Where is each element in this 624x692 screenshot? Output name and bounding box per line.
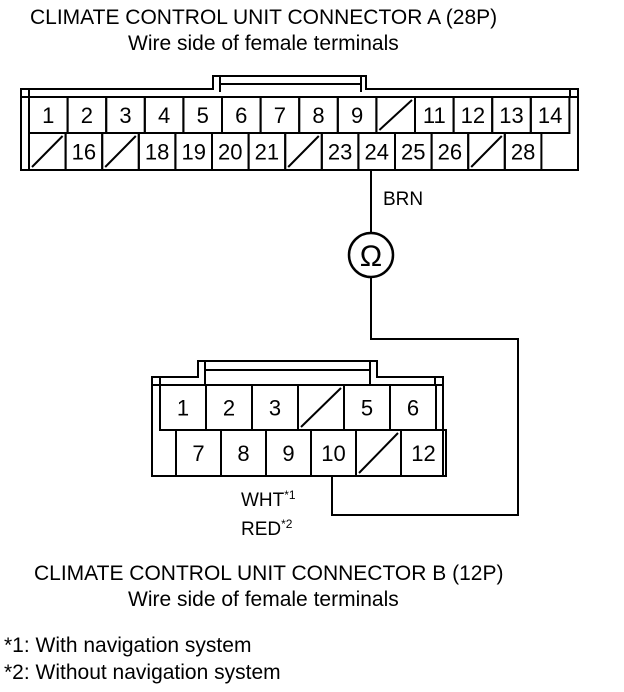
connector-b-row2-pin-10: 10 <box>321 441 345 466</box>
connector-a-row1-pin-14: 14 <box>538 103 562 128</box>
connector-a-row1-pin-12: 12 <box>461 103 485 128</box>
connector-a-row1-empty-slot <box>378 99 413 131</box>
wire-brn-label: BRN <box>383 189 423 210</box>
connector-a-row2-pin-26: 26 <box>438 140 462 165</box>
connector-a-row1-cell <box>529 96 571 134</box>
connector-a-row2-pin-23: 23 <box>328 140 352 165</box>
connector-a-row2-pin-20: 20 <box>218 140 242 165</box>
connector-a-row1-pin-5: 5 <box>197 103 209 128</box>
connector-a-row2-pin-21: 21 <box>255 140 279 165</box>
footnote-2: *2: Without navigation system <box>4 661 281 684</box>
connector-a-row1-pin-4: 4 <box>158 103 170 128</box>
connector-b-row2-empty-slot <box>358 432 399 474</box>
connector-a-row2-pin-28: 28 <box>511 140 535 165</box>
connector-b-row1-pin-5: 5 <box>361 396 373 421</box>
connector-b-row2-pin-7: 7 <box>192 441 204 466</box>
connector-b-title: CLIMATE CONTROL UNIT CONNECTOR B (12P) <box>34 562 504 585</box>
connector-b-row2-pin-9: 9 <box>282 441 294 466</box>
connector-b-row2-cell <box>400 429 447 477</box>
connector-a-row1-pin-6: 6 <box>235 103 247 128</box>
ohm-symbol: Ω <box>360 240 382 273</box>
connector-a-title: CLIMATE CONTROL UNIT CONNECTOR A (28P) <box>30 6 498 29</box>
connector-b-row1-pin-1: 1 <box>177 396 189 421</box>
connector-b-subtitle: Wire side of female terminals <box>128 588 399 611</box>
wire-red-label: RED*2 <box>241 517 293 540</box>
connector-a-row2-empty-slot <box>470 135 503 168</box>
connector-a-row2-pin-16: 16 <box>72 140 96 165</box>
connector-a-row2-pin-18: 18 <box>145 140 169 165</box>
connector-a-row1-pin-2: 2 <box>81 103 93 128</box>
footnote-1: *1: With navigation system <box>4 634 252 657</box>
connector-b-row2-pin-8: 8 <box>237 441 249 466</box>
connector-b-row1-pin-2: 2 <box>223 396 235 421</box>
connector-a-row1-pin-13: 13 <box>499 103 523 128</box>
connector-a-row1-pin-9: 9 <box>351 103 363 128</box>
connector-a-row2-empty-slot <box>31 135 64 168</box>
connector-a-row1-pin-8: 8 <box>312 103 324 128</box>
connector-a-row2-empty-slot <box>287 135 320 168</box>
connector-a-subtitle: Wire side of female terminals <box>128 32 399 55</box>
connector-b-row1-pin-3: 3 <box>269 396 281 421</box>
connector-b-row1-pin-6: 6 <box>407 396 419 421</box>
wire-meter-to-b10 <box>331 277 519 516</box>
connector-a-row1-pin-1: 1 <box>42 103 54 128</box>
connector-b-row2-pin-12: 12 <box>411 441 435 466</box>
wire-wht-label: WHT*1 <box>241 488 296 511</box>
connector-a-row1-pin-11: 11 <box>423 103 446 128</box>
connector-b-row1-empty-slot <box>300 387 342 428</box>
connector-a-row1-pin-7: 7 <box>274 103 286 128</box>
connector-a-row2-cell <box>503 132 543 171</box>
connector-a-row2-pin-19: 19 <box>181 140 205 165</box>
connector-a-row2-pin-25: 25 <box>401 140 425 165</box>
connector-a-row2-pin-24: 24 <box>364 140 388 165</box>
connector-a-row1-pin-3: 3 <box>119 103 131 128</box>
connector-a-row2-empty-slot <box>104 135 137 168</box>
